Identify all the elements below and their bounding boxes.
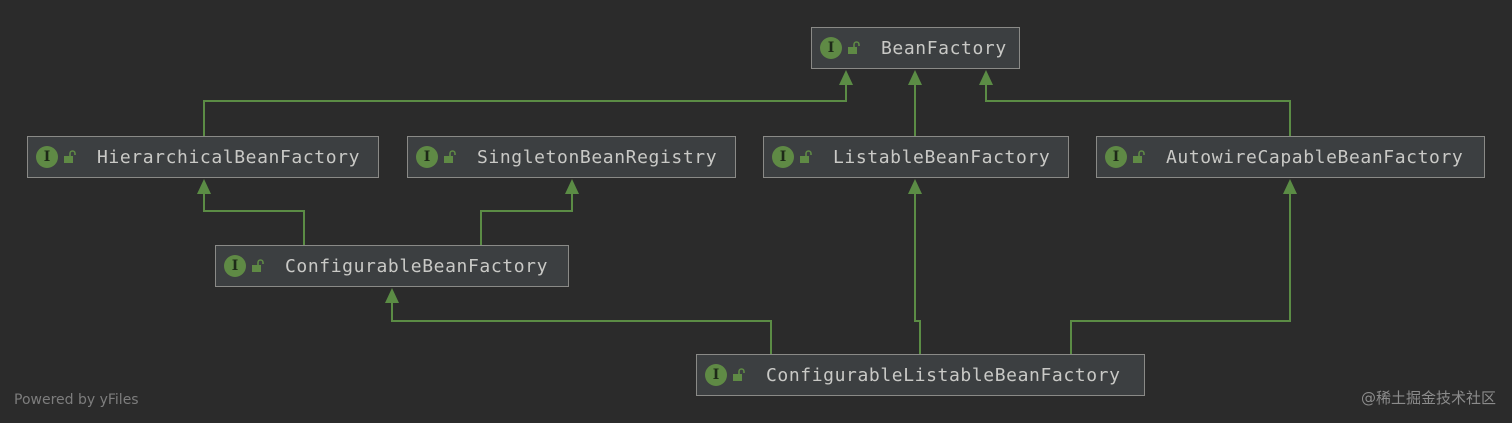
- edge-cl-to-listable: [914, 193, 921, 354]
- node-label: HierarchicalBeanFactory: [97, 146, 361, 168]
- node-listable-bean-factory[interactable]: I ListableBeanFactory: [763, 136, 1069, 178]
- edge-configurable-to-hierarchical: [203, 193, 305, 245]
- arrowhead-beanfactory-left: [839, 70, 853, 85]
- interface-icon: I: [772, 146, 794, 168]
- arrowhead-beanfactory-right: [979, 70, 993, 85]
- interface-icon: I: [36, 146, 58, 168]
- arrowhead-singleton: [565, 179, 579, 194]
- arrowhead-beanfactory-center: [908, 70, 922, 85]
- unlocked-lock-icon: [800, 150, 812, 163]
- node-singleton-bean-registry[interactable]: I SingletonBeanRegistry: [407, 136, 736, 178]
- interface-icon: I: [820, 37, 842, 59]
- edge-cl-to-configurable: [391, 302, 772, 354]
- unlocked-lock-icon: [1133, 150, 1145, 163]
- edge-autowire-to-beanfactory: [985, 84, 1291, 136]
- node-label: ListableBeanFactory: [833, 146, 1051, 168]
- arrowhead-hierarchical: [197, 179, 211, 194]
- node-label: ConfigurableListableBeanFactory: [766, 364, 1121, 386]
- unlocked-lock-icon: [252, 259, 264, 272]
- edge-cl-to-autowire: [1070, 193, 1291, 354]
- arrowhead-listable: [908, 179, 922, 194]
- arrowhead-configurable: [385, 288, 399, 303]
- node-label: AutowireCapableBeanFactory: [1166, 146, 1464, 168]
- interface-icon: I: [1105, 146, 1127, 168]
- node-configurable-bean-factory[interactable]: I ConfigurableBeanFactory: [215, 245, 569, 287]
- interface-icon: I: [705, 364, 727, 386]
- watermark-text: @稀土掘金技术社区: [1360, 389, 1496, 407]
- edge-configurable-to-singleton: [480, 193, 573, 245]
- edge-hierarchical-to-beanfactory: [203, 84, 847, 136]
- node-label: ConfigurableBeanFactory: [285, 255, 549, 277]
- node-label: BeanFactory: [881, 37, 1007, 59]
- unlocked-lock-icon: [848, 41, 860, 54]
- interface-icon: I: [416, 146, 438, 168]
- node-hierarchical-bean-factory[interactable]: I HierarchicalBeanFactory: [27, 136, 379, 178]
- arrowhead-autowire: [1283, 179, 1297, 194]
- node-autowire-capable-bean-factory[interactable]: I AutowireCapableBeanFactory: [1096, 136, 1485, 178]
- node-label: SingletonBeanRegistry: [477, 146, 718, 168]
- interface-icon: I: [224, 255, 246, 277]
- unlocked-lock-icon: [733, 368, 745, 381]
- unlocked-lock-icon: [444, 150, 456, 163]
- node-configurable-listable-bean-factory[interactable]: I ConfigurableListableBeanFactory: [696, 354, 1145, 396]
- node-bean-factory[interactable]: I BeanFactory: [811, 27, 1020, 69]
- unlocked-lock-icon: [64, 150, 76, 163]
- powered-by-text: Powered by yFiles: [14, 392, 139, 408]
